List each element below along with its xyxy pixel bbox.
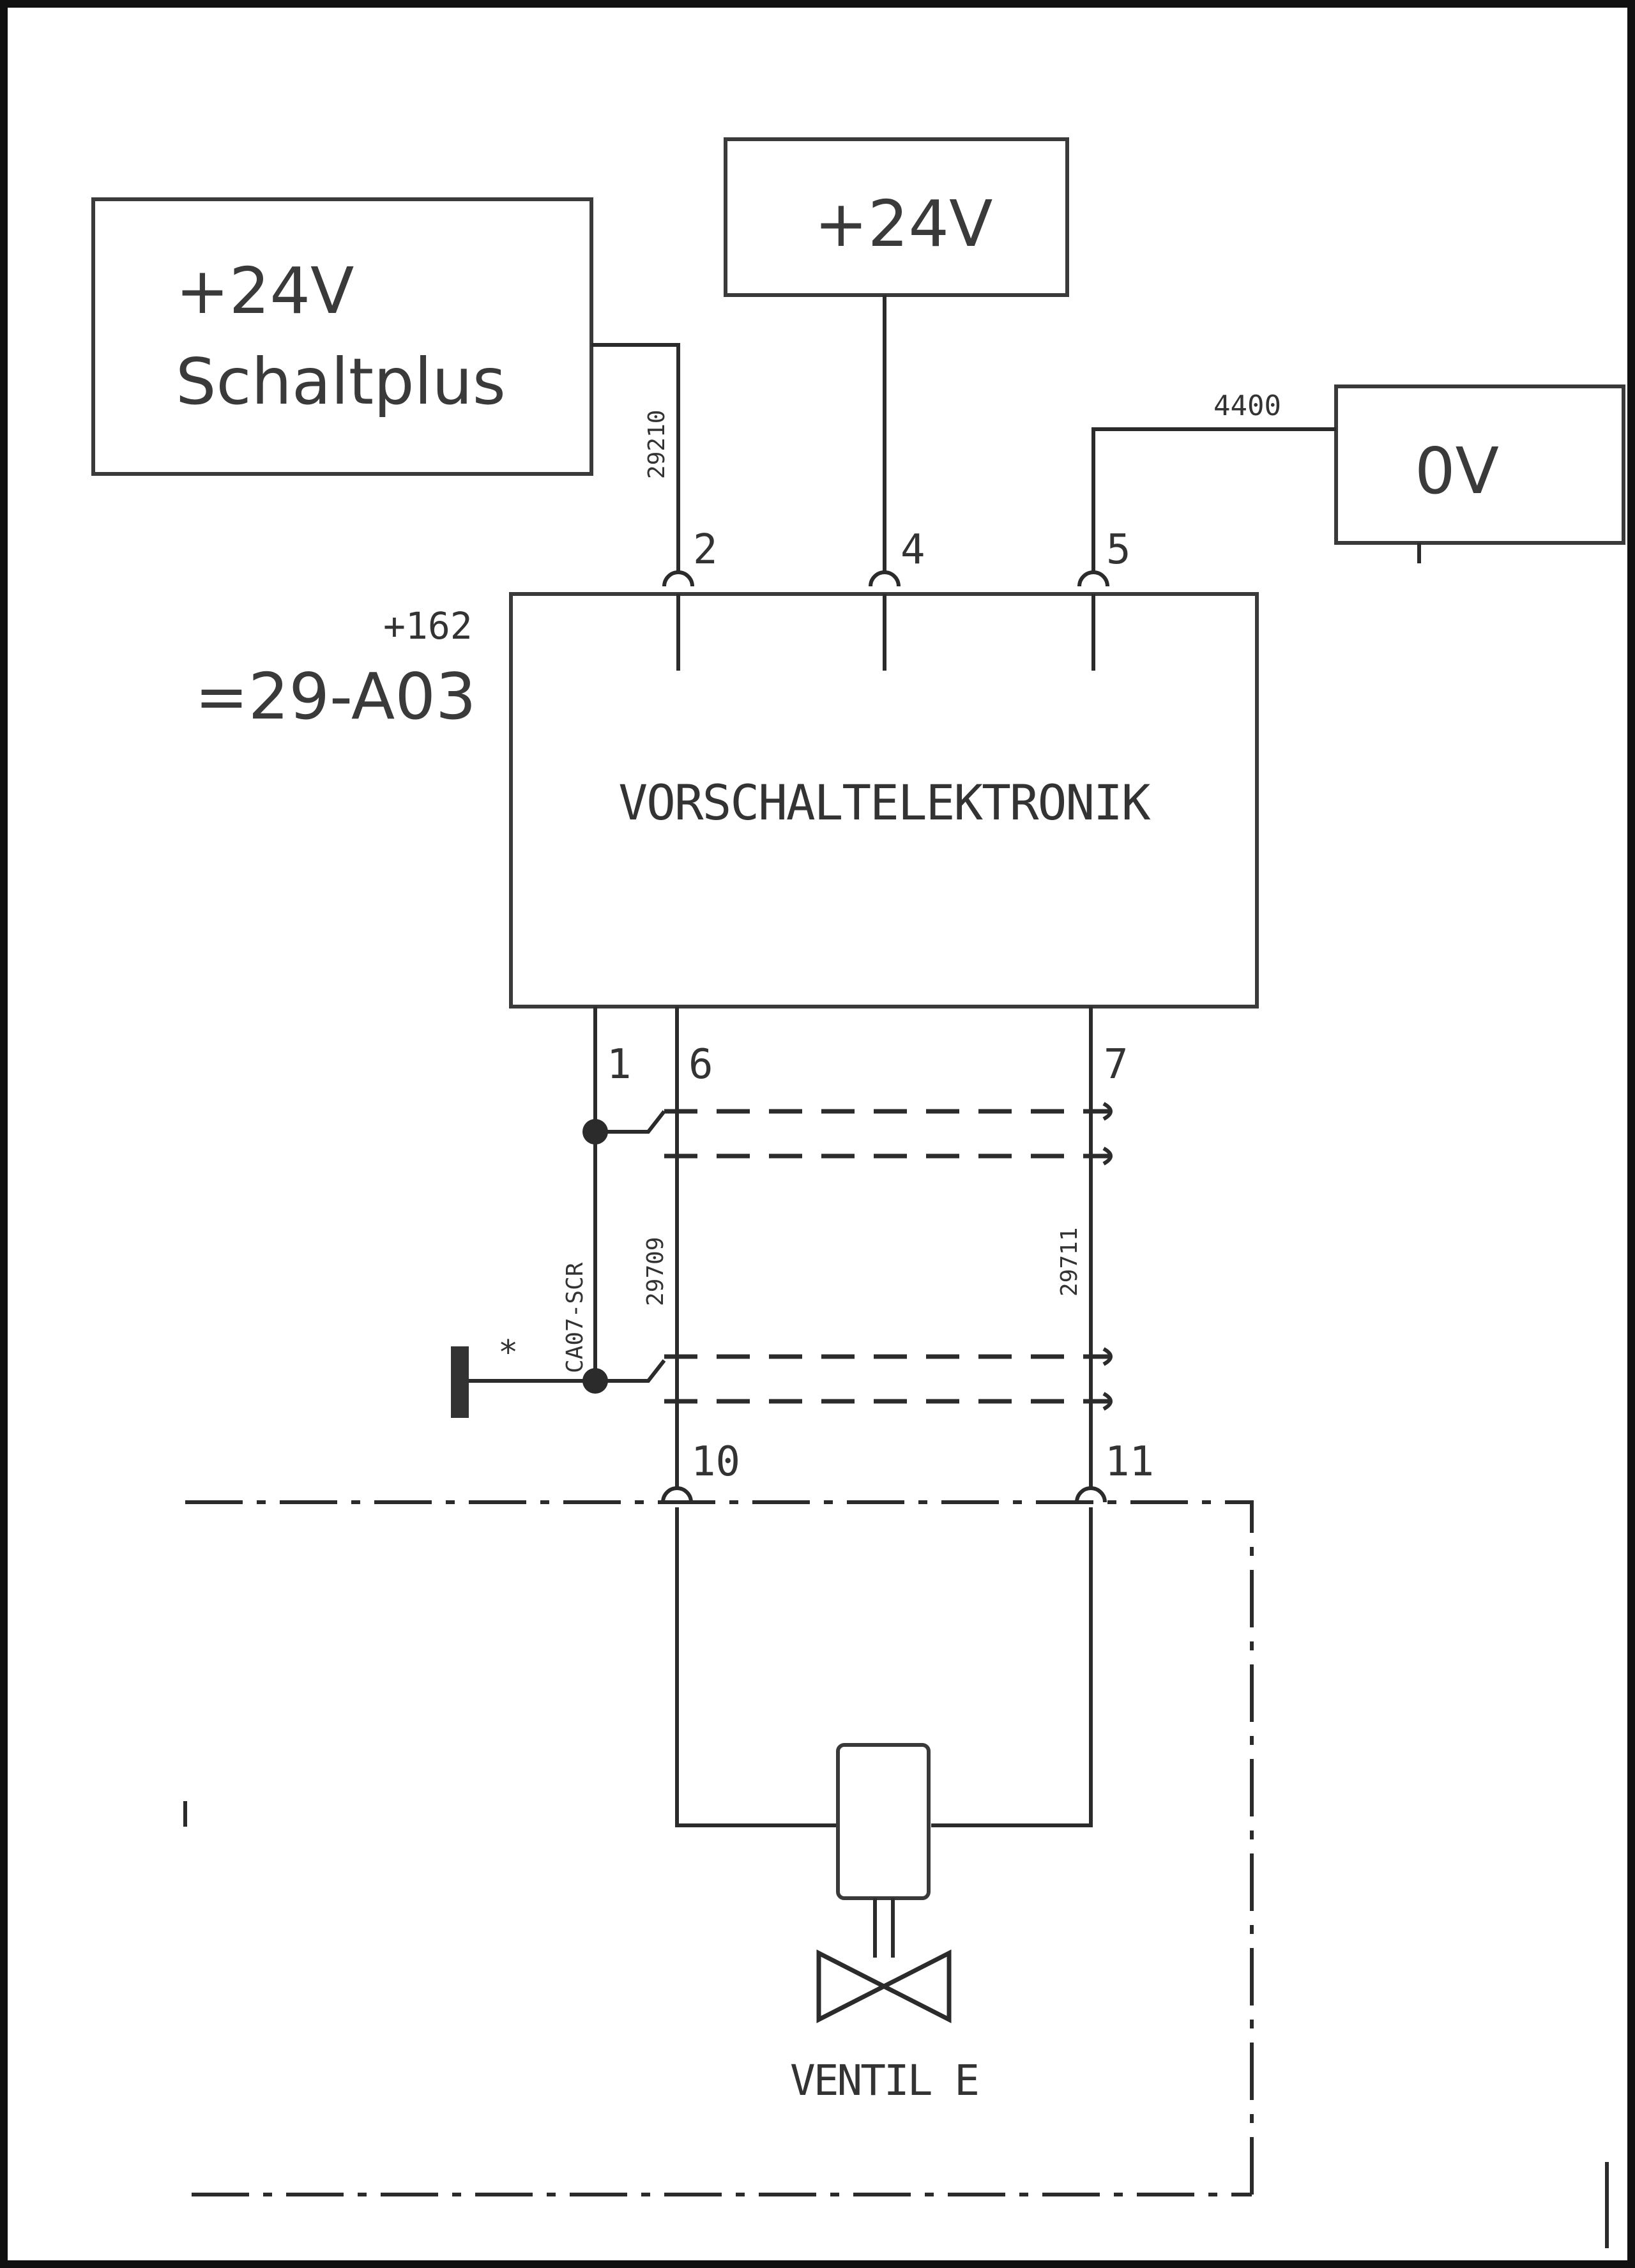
terminal-label-10: 10 [691, 1438, 740, 1486]
valve-label: VENTIL E [790, 2056, 978, 2105]
cable-shield-bottom [664, 1347, 1113, 1411]
terminal-11 [1075, 1486, 1107, 1552]
terminal-label-6: 6 [688, 1041, 713, 1088]
wire-schaltplus-t2 [591, 343, 680, 578]
wire-number-29711: 29711 [1056, 1228, 1083, 1297]
wire-ground-t5 [1091, 427, 1336, 578]
terminal-label-2: 2 [693, 526, 718, 574]
valve-solenoid [836, 1743, 931, 1900]
terminal-label-4: 4 [901, 526, 925, 574]
schaltplus-label: Schaltplus [176, 344, 506, 419]
shield-tap-top [595, 1110, 666, 1134]
cable-shield-top [664, 1102, 1113, 1166]
wire-t10-valve [675, 1552, 842, 1827]
valve-body-icon [816, 1949, 952, 2023]
schaltplus-box [91, 197, 593, 476]
supply-box [724, 137, 1069, 297]
ground-box [1334, 384, 1625, 545]
wire-number-4400: 4400 [1213, 390, 1281, 422]
earth-symbol [451, 1346, 469, 1418]
shield-marker: * [498, 1334, 518, 1372]
equipment-tag: =29-A03 [195, 659, 476, 734]
terminal-5 [1077, 570, 1109, 671]
field-boundary-top [185, 1500, 1254, 2195]
wire-number-29210: 29210 [644, 410, 670, 479]
terminal-10 [661, 1486, 693, 1552]
ground-label: 0V [1415, 434, 1499, 508]
terminal-label-5: 5 [1106, 526, 1131, 574]
wire-t11-valve [931, 1552, 1093, 1827]
terminal-4 [869, 570, 901, 671]
terminal-2 [662, 570, 694, 671]
terminal-label-7: 7 [1104, 1041, 1129, 1088]
cable-label: CA07-SCR [562, 1262, 588, 1373]
shield-tap-bottom [595, 1359, 666, 1383]
schaltplus-voltage: +24V [176, 254, 354, 328]
terminal-label-11: 11 [1105, 1438, 1154, 1486]
terminal-label-1: 1 [607, 1041, 632, 1088]
wire-number-29709: 29709 [643, 1237, 669, 1306]
supply-label: +24V [814, 186, 992, 261]
location-code: +162 [383, 604, 473, 648]
module-label: VORSCHALTELEKTRONIK [618, 774, 1151, 831]
